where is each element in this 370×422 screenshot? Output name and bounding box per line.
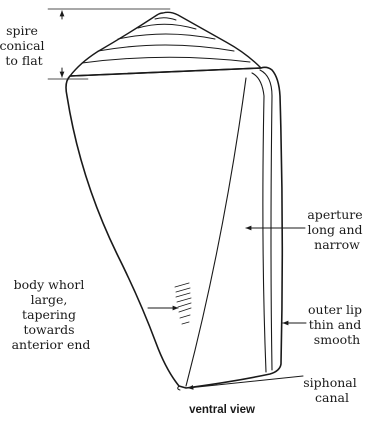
growth-lines: [175, 283, 191, 324]
spire-label: spire conical to flat: [0, 23, 49, 68]
shell-body: [66, 67, 282, 390]
siphonal-canal-label: siphonal canal: [303, 375, 360, 405]
spire: [70, 12, 261, 76]
view-caption: ventral view: [189, 404, 255, 416]
spire-dimension-marker: [48, 9, 170, 79]
outer-lip-label: outer lip thin and smooth: [308, 302, 366, 347]
body-whorl-label: body whorl large, tapering towards anter…: [12, 277, 91, 352]
aperture-label: aperture long and narrow: [307, 207, 366, 252]
